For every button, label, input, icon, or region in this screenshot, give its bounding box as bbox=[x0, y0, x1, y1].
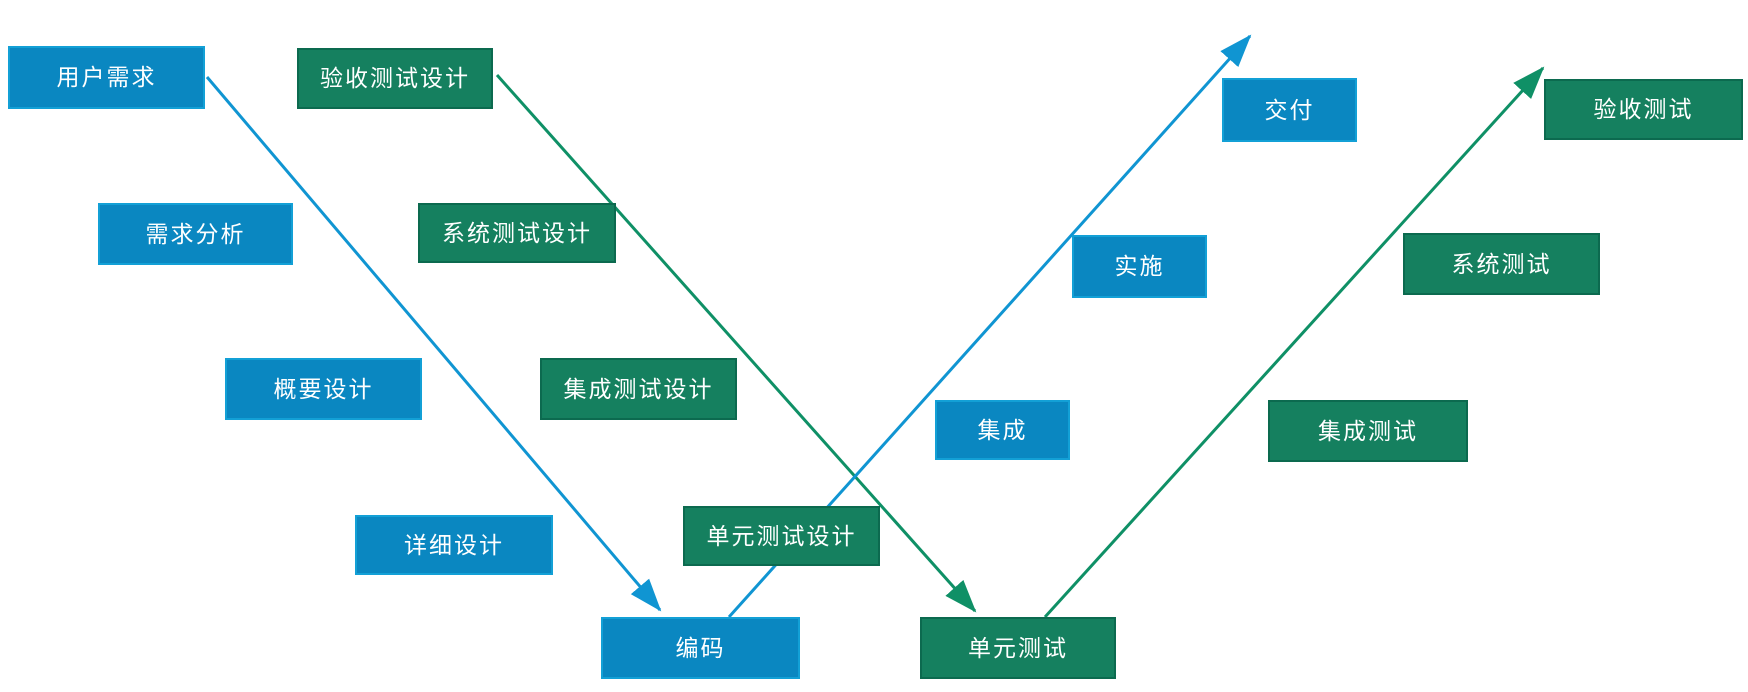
node-label: 验收测试设计 bbox=[320, 65, 470, 91]
node-unit-test-design: 单元测试设计 bbox=[683, 506, 880, 566]
node-label: 单元测试 bbox=[968, 634, 1068, 661]
node-label: 详细设计 bbox=[404, 531, 504, 558]
node-system-test: 系统测试 bbox=[1403, 233, 1600, 295]
node-acceptance-test: 验收测试 bbox=[1544, 79, 1743, 140]
node-delivery: 交付 bbox=[1222, 78, 1357, 142]
node-unit-test: 单元测试 bbox=[920, 617, 1116, 679]
node-integration-test: 集成测试 bbox=[1268, 400, 1468, 462]
arrow-testing-ascending bbox=[1043, 66, 1545, 619]
node-label: 集成测试 bbox=[1318, 417, 1418, 444]
node-system-test-design: 系统测试设计 bbox=[418, 203, 616, 263]
node-user-requirements: 用户需求 bbox=[8, 46, 205, 109]
node-label: 交付 bbox=[1264, 96, 1315, 123]
node-label: 系统测试 bbox=[1451, 250, 1552, 277]
node-integration: 集成 bbox=[935, 400, 1070, 460]
node-implementation: 实施 bbox=[1072, 235, 1207, 298]
node-label: 编码 bbox=[675, 634, 726, 661]
node-integration-test-design: 集成测试设计 bbox=[540, 358, 737, 420]
node-label: 概要设计 bbox=[273, 375, 374, 402]
node-label: 单元测试设计 bbox=[706, 522, 857, 549]
node-requirements-analysis: 需求分析 bbox=[98, 203, 293, 265]
node-coding: 编码 bbox=[601, 617, 800, 679]
node-label: 用户需求 bbox=[56, 64, 157, 90]
node-label: 验收测试 bbox=[1593, 96, 1694, 122]
node-label: 系统测试设计 bbox=[442, 219, 592, 246]
node-label: 集成测试设计 bbox=[563, 375, 714, 402]
node-detailed-design: 详细设计 bbox=[355, 515, 553, 575]
node-label: 实施 bbox=[1114, 253, 1165, 279]
node-acceptance-test-design: 验收测试设计 bbox=[297, 48, 493, 109]
arrow-test-design-descending bbox=[495, 74, 977, 613]
arrow-development-descending bbox=[205, 76, 662, 612]
node-label: 需求分析 bbox=[145, 220, 246, 247]
node-label: 集成 bbox=[977, 416, 1028, 443]
node-high-level-design: 概要设计 bbox=[225, 358, 422, 420]
